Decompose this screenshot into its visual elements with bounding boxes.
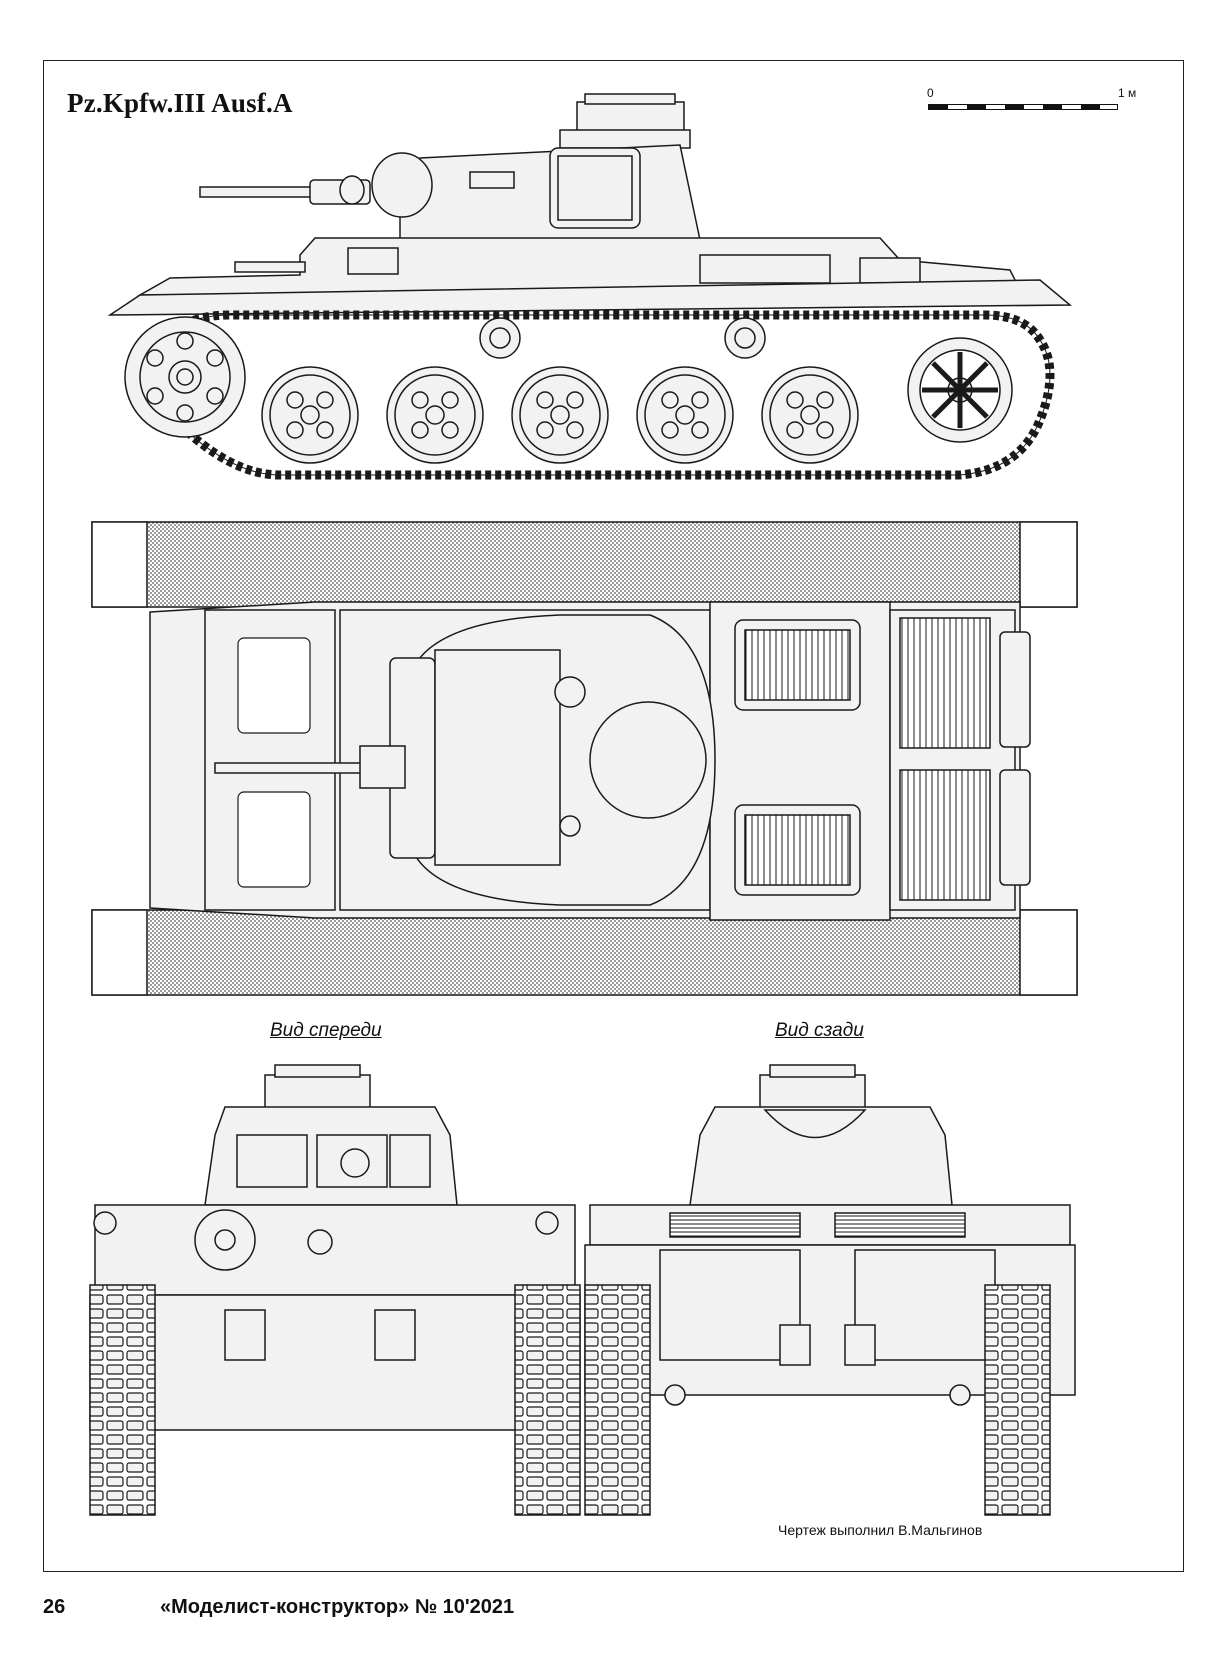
front-hull xyxy=(94,1204,576,1296)
scale-bar: 0 1 м xyxy=(922,86,1142,126)
top-fender-left xyxy=(91,521,1078,608)
drive-sprocket xyxy=(124,316,246,438)
drawing-title: Pz.Kpfw.III Ausf.A xyxy=(67,88,293,118)
front-track-left xyxy=(89,1284,156,1516)
front-track-right xyxy=(514,1284,581,1516)
side-view xyxy=(107,93,1073,480)
gun-top xyxy=(214,745,406,789)
page-number: 26 xyxy=(43,1596,66,1618)
exhaust-mufflers xyxy=(999,631,1031,886)
top-fender-right xyxy=(91,909,1078,996)
drawing-credit: Чертеж выполнил В.Мальгинов xyxy=(778,1522,983,1538)
road-wheels xyxy=(261,366,859,464)
rear-view xyxy=(584,1064,1076,1516)
engine-grilles xyxy=(734,617,991,901)
scale-one-label: 1 м xyxy=(1118,86,1137,100)
driver-hatches xyxy=(237,637,311,888)
rear-hull xyxy=(589,1204,1071,1246)
front-cupola xyxy=(264,1064,371,1111)
rear-track-right xyxy=(984,1284,1051,1516)
rear-view-label: Вид сзади xyxy=(775,1020,864,1041)
front-view xyxy=(89,1064,581,1516)
drawing-frame xyxy=(43,60,1184,1572)
main-gun xyxy=(199,175,371,205)
return-rollers xyxy=(479,317,766,359)
turret-top xyxy=(389,614,716,906)
hull xyxy=(137,237,1022,296)
top-view xyxy=(91,521,1078,996)
scale-bar-graphic xyxy=(928,104,1118,110)
scale-zero-label: 0 xyxy=(927,86,934,100)
rear-track-left xyxy=(584,1284,651,1516)
commander-cupola xyxy=(559,93,691,149)
front-view-label: Вид спереди xyxy=(270,1020,382,1041)
rear-cupola xyxy=(759,1064,866,1111)
idler-wheel xyxy=(907,337,1013,443)
turret xyxy=(371,144,701,241)
fender xyxy=(107,279,1073,316)
magazine-issue: «Моделист-конструктор» № 10'2021 xyxy=(160,1596,515,1618)
